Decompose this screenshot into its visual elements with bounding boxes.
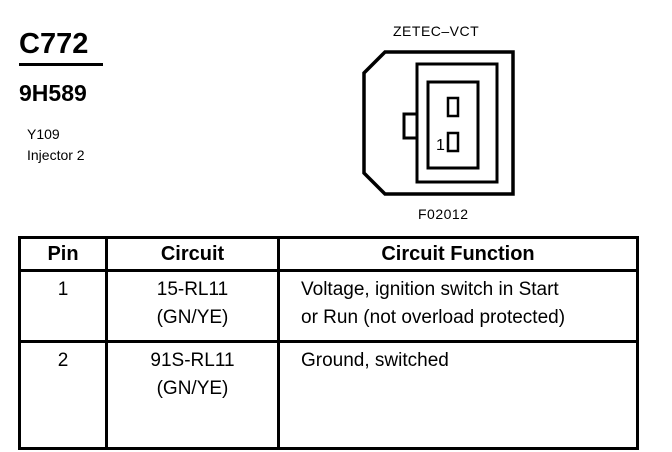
connector-latch-step (402, 112, 417, 140)
pin-1-label: 1 (436, 137, 445, 154)
pin-number-value: 2 (57, 350, 69, 371)
header-circuit: Circuit (105, 236, 280, 272)
connector-housing-outline (362, 50, 515, 196)
connector-cavity-outline (415, 62, 499, 184)
part-number: 9H589 (19, 80, 87, 106)
component-name: Injector 2 (27, 147, 85, 163)
figure-code: F02012 (418, 206, 469, 222)
circuit-function-cell: Ground, switched (277, 340, 639, 450)
pinout-table: Pin Circuit Circuit Function 1 15-RL11 (… (18, 236, 639, 450)
location-code: Y109 (27, 126, 60, 142)
connector-face-diagram: 1 (362, 50, 515, 196)
circuit-cell: 15-RL11 (GN/YE) (105, 269, 280, 343)
table-header-row: Pin Circuit Circuit Function (18, 236, 639, 272)
pin-2-terminal (446, 96, 460, 118)
pin-1-terminal (446, 131, 460, 153)
engine-label: ZETEC–VCT (393, 23, 480, 39)
circuit-function-line: or Run (not overload protected) (301, 307, 566, 328)
circuit-code: 91S-RL11 (150, 350, 235, 371)
header-circuit-function: Circuit Function (277, 236, 639, 272)
pin-number: 1 (18, 269, 108, 343)
pin-number-value: 1 (57, 279, 69, 300)
terminal-block (426, 80, 480, 170)
pin-number: 2 (18, 340, 108, 450)
circuit-function-line: Voltage, ignition switch in Start (301, 279, 559, 300)
circuit-function-line: Ground, switched (301, 350, 449, 371)
connector-id: C772 (19, 28, 89, 60)
table-row: 2 91S-RL11 (GN/YE) Ground, switched (18, 340, 639, 450)
circuit-code: 15-RL11 (156, 279, 229, 300)
table-row: 1 15-RL11 (GN/YE) Voltage, ignition swit… (18, 269, 639, 343)
header-pin: Pin (18, 236, 108, 272)
wire-color: (GN/YE) (156, 307, 229, 328)
wire-color: (GN/YE) (156, 378, 229, 399)
circuit-cell: 91S-RL11 (GN/YE) (105, 340, 280, 450)
circuit-function-cell: Voltage, ignition switch in Start or Run… (277, 269, 639, 343)
connector-id-underline (19, 63, 103, 66)
